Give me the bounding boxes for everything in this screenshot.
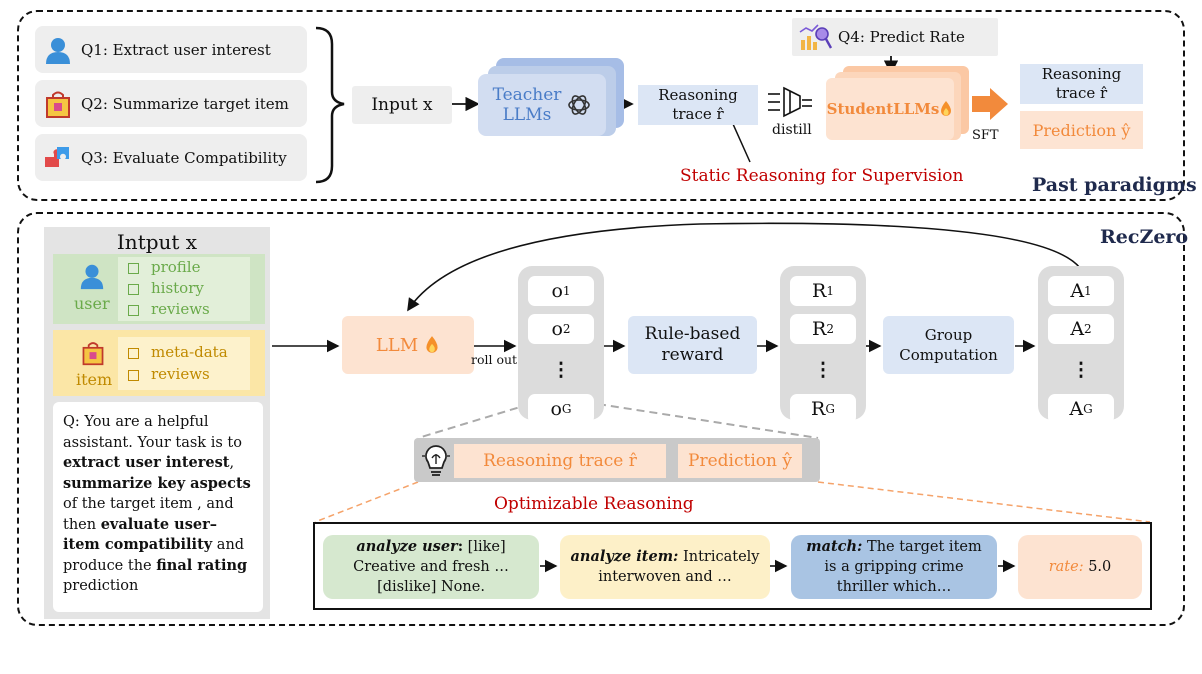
prompt-part: final rating — [156, 556, 248, 574]
reasoning-trace-box: Reasoning trace r̂ — [638, 85, 758, 125]
static-caption: Static Reasoning for Supervision — [680, 166, 964, 186]
output-trace-box: Reasoning trace r̂ — [1020, 64, 1143, 104]
trace-cell: Reasoning trace r̂ — [454, 444, 666, 478]
student-label: StudentLLMs — [826, 100, 940, 118]
lightbulb-icon — [422, 445, 450, 476]
prompt-part: , — [229, 455, 235, 471]
prompt-box: Q: You are a helpful assistant. Your tas… — [53, 402, 263, 612]
question-label-q3: Q3: Evaluate Compatibility — [81, 148, 287, 167]
reward-cell: ⋮ — [813, 359, 833, 381]
flame-icon — [426, 336, 438, 353]
user-item-history: history — [128, 278, 250, 299]
step-match: match: The target item is a gripping cri… — [791, 535, 997, 599]
step-analyze-item: analyze item: Intricately interwoven and… — [560, 535, 770, 599]
prompt-part: of the target item , and then — [63, 496, 234, 533]
reward-box: Rule-based reward — [628, 316, 757, 374]
item-item-meta: meta-data — [128, 341, 250, 363]
shopping-bag-icon — [82, 342, 104, 366]
question-label-q2: Q2: Summarize target item — [81, 94, 289, 113]
past-paradigms-label: Past paradigms — [1032, 174, 1197, 196]
group-computation-box: Group Computation — [883, 316, 1014, 374]
sft-label: SFT — [972, 128, 999, 143]
distill-label: distill — [772, 122, 812, 138]
top-connectors — [315, 26, 1008, 184]
reczero-title: RecZero — [1100, 226, 1189, 248]
user-icon — [80, 264, 104, 290]
item-item-reviews: reviews — [128, 363, 250, 385]
question-box-q3: Q3: Evaluate Compatibility — [35, 134, 307, 181]
shopping-bag-icon — [46, 91, 70, 118]
steps-box — [313, 522, 1152, 610]
prompt-part: extract user interest — [63, 454, 230, 471]
user-label: user — [74, 294, 110, 313]
past-paradigms-panel — [17, 10, 1185, 201]
teacher-llm-box: Teacher LLMs — [478, 74, 606, 136]
question-box-q1: Q1: Extract user interest — [35, 26, 307, 73]
input-title: Intput x — [116, 230, 198, 254]
prompt-text: Q: You are a helpful assistant. Your tas… — [63, 414, 251, 594]
openai-icon — [568, 95, 590, 115]
teacher-label: Teacher LLMs — [492, 85, 562, 125]
reczero-panel — [17, 212, 1185, 626]
question-box-q2: Q2: Summarize target item — [35, 80, 307, 127]
question-box-q4: Q4: Predict Rate — [792, 18, 998, 56]
flame-icon — [941, 101, 952, 116]
output-cell: ⋮ — [551, 359, 571, 381]
llm-label: LLM — [375, 334, 419, 356]
question-label-q1: Q1: Extract user interest — [81, 40, 271, 59]
output-prediction-box: Prediction ŷ — [1020, 111, 1143, 149]
item-items: meta-data reviews — [118, 337, 250, 390]
prompt-part: evaluate user–item compatibility — [63, 515, 217, 554]
user-icon — [46, 37, 70, 64]
step-analyze-user: analyze user: [like] Creative and fresh … — [323, 535, 539, 599]
advantage-cell: ⋮ — [1071, 359, 1091, 381]
chart-magnifier-icon — [799, 24, 833, 50]
user-item-reviews: reviews — [128, 299, 250, 320]
prediction-cell: Prediction ŷ — [678, 444, 802, 478]
rollout-label: roll out — [471, 352, 518, 367]
user-items: profile history reviews — [118, 257, 250, 321]
prompt-part: summarize key aspects — [63, 474, 251, 492]
student-llm-box: StudentLLMs — [826, 78, 954, 140]
optimizable-caption: Optimizable Reasoning — [494, 494, 694, 514]
prompt-part: Q: You are a helpful assistant. Your tas… — [63, 414, 242, 451]
item-label: item — [76, 370, 113, 389]
funnel-icon — [768, 86, 812, 118]
prompt-part: and produce the — [63, 537, 245, 574]
step-rate: rate: 5.0 — [1018, 535, 1142, 599]
prompt-part: prediction — [63, 578, 139, 594]
user-item-profile: profile — [128, 257, 250, 278]
puzzle-icon — [45, 146, 69, 167]
llm-box: LLM — [342, 316, 474, 374]
input-box: Input x — [352, 86, 452, 124]
